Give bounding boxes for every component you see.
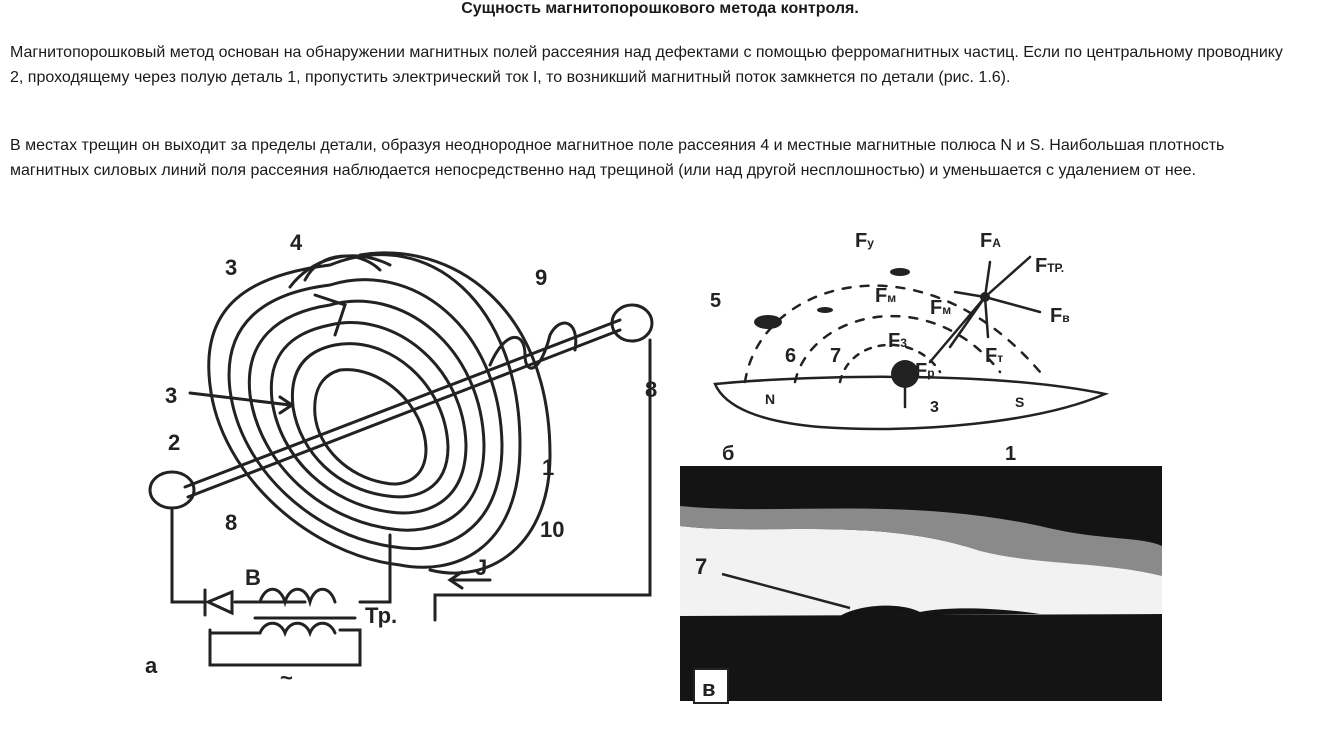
page-title: Сущность магнитопорошкового метода контр… [461,0,859,17]
label-c: в [702,676,716,701]
label-3: 3 [930,399,939,416]
flux-line [247,299,486,532]
force-vectors [928,255,1042,364]
label-7: 7 [695,554,707,579]
ring-outer-edge [207,253,522,569]
photo-label-box [693,668,729,704]
flux-line [269,321,468,515]
ring-inner-hole [313,368,428,486]
label-transformer: Тр. [365,603,397,628]
paragraph-intro: Магнитопорошковый метод основан на обнар… [10,44,1283,86]
label-ftp: FТР. [1035,255,1064,277]
label-a: а [145,653,158,678]
label-s-pole: S [1015,394,1024,410]
electrode-right [610,303,654,343]
diode-b [203,588,262,617]
label-fp: Fр [915,360,935,382]
label-b-diode: B [245,565,261,590]
label-10: 10 [540,517,564,542]
label-6: 6 [785,345,796,367]
supply-wire [208,628,362,667]
label-fm-2: Fм [930,297,951,319]
label-8-right: 8 [645,377,657,402]
label-3-left: 3 [165,383,177,408]
label-3-top: 3 [225,255,237,280]
part-surface [713,375,1110,431]
particle-cluster [817,307,833,313]
label-j: J [475,555,487,580]
label-fr: Fт [985,345,1003,367]
label-9: 9 [535,265,547,290]
transformer-primary [258,587,337,608]
transformer-secondary [258,621,337,638]
particle [980,292,990,302]
figure-b-forces-diagram: Fу FА FТР. 5 Fм Fм Fв 6 7 F3 Fр Fт N 3 S… [710,230,1110,462]
label-n-pole: N [765,391,775,407]
figure-c-powder-photo: 7 в [680,466,1162,704]
label-1: 1 [1005,443,1016,462]
flux-line [227,278,504,551]
photo-gray-region [680,506,1162,576]
current-arrow-j [447,570,492,590]
label-4: 4 [290,230,303,255]
ring-side-face [358,251,552,575]
particle-cluster [754,315,782,329]
arrow-3 [188,391,295,415]
winding-9 [488,321,578,370]
field-line [743,284,1042,384]
figure-a-ring-diagram: 4 3 3 2 8 9 8 1 10 J B Тр. а ~ [145,230,657,690]
label-supply: ~ [280,665,293,690]
photo-light-region [680,526,1162,616]
paragraph-crack-field: В местах трещин он выходит за пределы де… [10,137,1225,179]
flux-line [290,342,450,499]
field-line [793,314,1002,384]
particle-cluster [891,360,919,388]
label-fa: FА [980,230,1001,252]
label-f3: F3 [888,330,907,352]
label-2: 2 [168,430,180,455]
label-8-left: 8 [225,510,237,535]
label-fb: Fв [1050,305,1070,327]
crack-stray-field [288,254,392,337]
powder-indication [840,605,1040,616]
label-5: 5 [710,290,721,312]
label-1: 1 [542,455,554,480]
field-line [838,343,942,384]
label-7: 7 [830,345,841,367]
circuit-wire [170,338,652,622]
electrode-left [148,470,196,510]
label-fy: Fу [855,230,874,252]
label-fm-1: Fм [875,285,896,307]
central-conductor-lower [186,328,622,499]
photo-dark-band-bottom [680,614,1162,701]
label-b: б [722,443,734,462]
particle-cluster [890,268,910,276]
pointer-7 [721,572,851,610]
